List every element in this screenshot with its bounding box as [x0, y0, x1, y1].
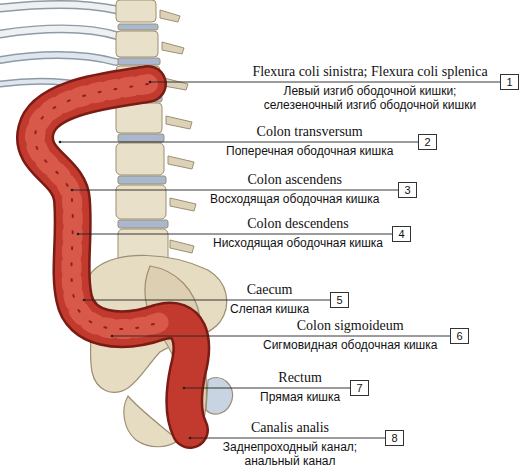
callout-number: 2 [424, 136, 430, 148]
callout-box: 1 [500, 74, 519, 90]
leader-line [150, 82, 500, 83]
colon [35, 84, 191, 430]
callout-number: 8 [391, 432, 397, 444]
leader-line [112, 336, 450, 337]
pelvis [86, 255, 233, 446]
label-group: RectumПрямая кишка [260, 370, 340, 404]
latin-name: Colon descendens [247, 216, 348, 232]
latin-name: Colon ascendens [247, 172, 341, 188]
callout-box: 5 [330, 292, 349, 308]
callout-number: 4 [398, 228, 404, 240]
leader-dot [189, 437, 192, 440]
latin-name: Flexura coli sinistra; Flexura coli sple… [252, 64, 487, 80]
callout-box: 4 [392, 226, 411, 242]
label-group: Colon transversumПоперечная ободочная ки… [226, 124, 393, 158]
label-group: Canalis analisЗаднепроходный канал; анал… [210, 420, 370, 468]
leader-line [60, 142, 418, 143]
callout-number: 1 [506, 76, 512, 88]
leader-dot [183, 387, 186, 390]
callout-number: 5 [336, 294, 342, 306]
russian-name: Нисходящая ободочная кишка [213, 236, 383, 250]
russian-name: Слепая кишка [230, 302, 309, 316]
callout-number: 7 [356, 382, 362, 394]
label-group: Flexura coli sinistra; Flexura coli sple… [250, 64, 490, 112]
leader-line [78, 234, 392, 235]
latin-name: Canalis analis [251, 420, 329, 436]
latin-name: Rectum [278, 370, 322, 386]
callout-number: 6 [456, 330, 462, 342]
russian-name: Сигмовидная ободочная кишка [263, 338, 437, 352]
leader-dot [59, 141, 62, 144]
russian-name: Поперечная ободочная кишка [226, 144, 393, 158]
leader-line [190, 438, 385, 439]
callout-box: 2 [418, 134, 437, 150]
leader-dot [83, 299, 86, 302]
latin-name: Caecum [247, 282, 293, 298]
leader-line [84, 300, 330, 301]
russian-name: Восходящая ободочная кишка [210, 192, 379, 206]
callout-box: 7 [350, 380, 369, 396]
callout-box: 6 [450, 328, 469, 344]
label-group: Colon descendensНисходящая ободочная киш… [213, 216, 383, 250]
label-group: CaecumСлепая кишка [230, 282, 309, 316]
leader-line [72, 190, 398, 191]
russian-name: Левый изгиб ободочной кишки; селезеночны… [250, 84, 490, 112]
leader-dot [77, 233, 80, 236]
label-group: Colon ascendensВосходящая ободочная кишк… [210, 172, 379, 206]
russian-name: Заднепроходный канал; анальный канал [210, 440, 370, 468]
spine [116, 0, 196, 263]
russian-name: Прямая кишка [260, 390, 340, 404]
callout-box: 8 [385, 430, 404, 446]
leader-line [184, 388, 350, 389]
latin-name: Colon sigmoideum [297, 318, 404, 334]
latin-name: Colon transversum [257, 124, 363, 140]
callout-number: 3 [404, 184, 410, 196]
leader-dot [71, 189, 74, 192]
callout-box: 3 [398, 182, 417, 198]
leader-dot [149, 81, 152, 84]
leader-dot [111, 335, 114, 338]
label-group: Colon sigmoideumСигмовидная ободочная ки… [263, 318, 437, 352]
